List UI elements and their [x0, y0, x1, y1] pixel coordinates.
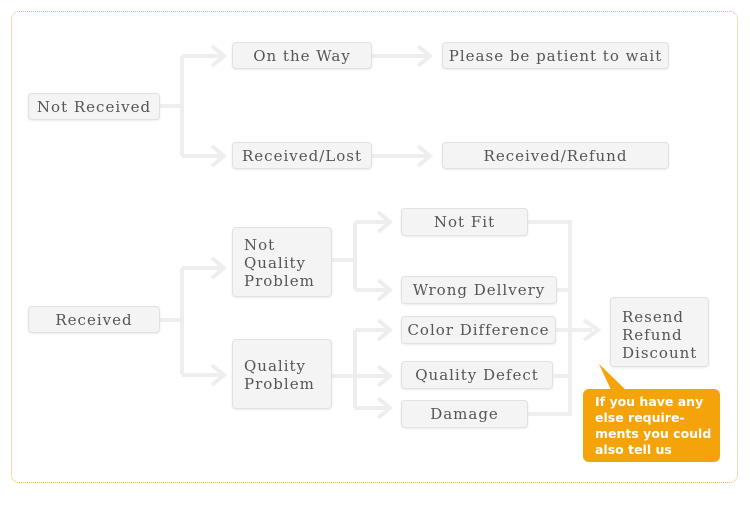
node-color-difference: Color Difference: [401, 316, 556, 344]
node-damage: Damage: [401, 400, 528, 428]
node-not-received: Not Received: [28, 93, 160, 120]
node-received: Received: [28, 306, 160, 333]
node-received-lost: Received/Lost: [232, 142, 372, 169]
node-not-quality-problem: Not Quality Problem: [232, 227, 332, 297]
node-please-be-patient: Please be patient to wait: [442, 42, 669, 69]
node-resend-refund-discount: Resend Refund Discount: [610, 297, 709, 367]
diagram-frame: [11, 11, 738, 483]
node-wrong-delivery: Wrong Dellvery: [401, 276, 557, 304]
node-not-fit: Not Fit: [401, 208, 528, 236]
node-on-the-way: On the Way: [232, 42, 372, 69]
node-quality-problem: Quality Problem: [232, 339, 332, 409]
node-quality-defect: Quality Defect: [401, 361, 553, 389]
node-received-refund: Received/Refund: [442, 142, 669, 169]
callout-note: If you have any else require- ments you …: [583, 389, 720, 462]
